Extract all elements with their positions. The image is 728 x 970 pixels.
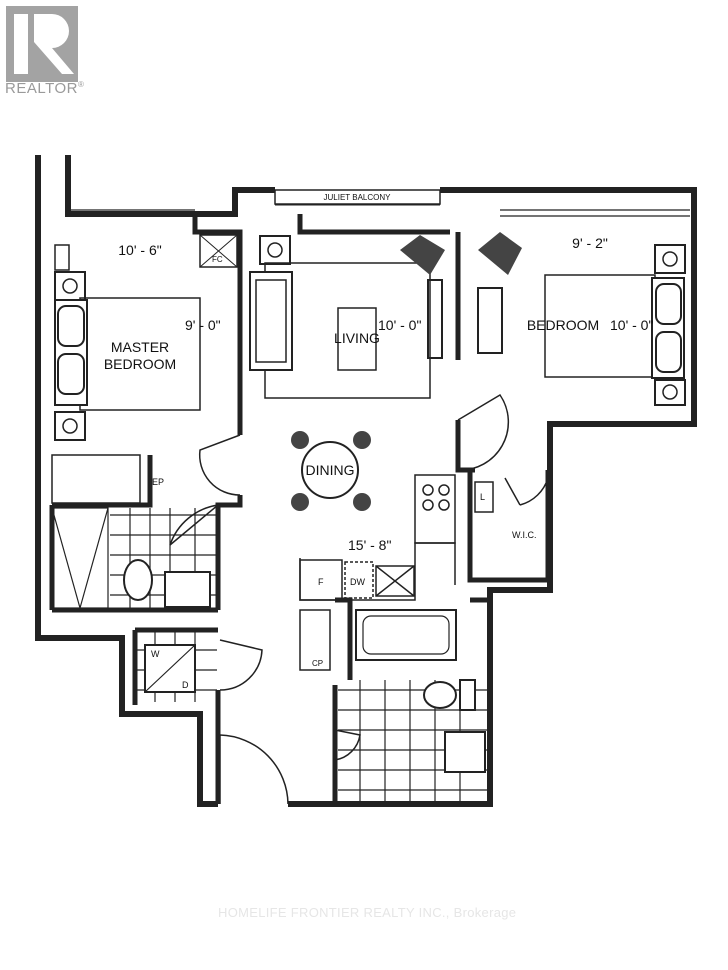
svg-text:MASTER: MASTER: [111, 339, 169, 355]
svg-text:BEDROOM: BEDROOM: [527, 317, 599, 333]
juliet-balcony: JULIET BALCONY: [274, 189, 441, 206]
bedroom: 9' - 2" BEDROOM 10' - 0": [477, 232, 686, 406]
svg-text:DINING: DINING: [306, 462, 355, 478]
svg-text:15' - 8": 15' - 8": [348, 537, 391, 553]
realtor-logo-text: REALTOR®: [5, 80, 85, 97]
svg-text:EP: EP: [152, 477, 164, 487]
dining: DINING: [291, 431, 371, 511]
svg-text:10' - 0": 10' - 0": [610, 317, 653, 333]
kitchen: [299, 474, 456, 671]
svg-text:W.I.C.: W.I.C.: [512, 530, 537, 540]
fan-coil: FC: [199, 234, 238, 268]
svg-text:L: L: [480, 492, 485, 502]
laundry: [137, 632, 217, 702]
svg-text:W: W: [151, 649, 160, 659]
svg-text:LIVING: LIVING: [334, 330, 380, 346]
svg-text:9' - 0": 9' - 0": [185, 317, 221, 333]
brokerage-watermark: HOMELIFE FRONTIER REALTY INC., Brokerage: [218, 905, 517, 920]
realtor-logo-icon: [6, 6, 78, 82]
living-room: LIVING 10' - 0": [249, 235, 445, 399]
svg-text:9' - 2": 9' - 2": [572, 235, 608, 251]
svg-text:BEDROOM: BEDROOM: [104, 356, 176, 372]
svg-text:DW: DW: [350, 577, 365, 587]
door-swings: [169, 393, 549, 805]
svg-text:FC: FC: [212, 255, 223, 264]
svg-text:10' - 0": 10' - 0": [378, 317, 421, 333]
master-bedroom: 10' - 6" MASTER BEDROOM 9' - 0" EP: [51, 242, 221, 504]
ensuite: [51, 507, 216, 609]
svg-text:F: F: [318, 577, 324, 587]
main-bath: [338, 609, 488, 802]
svg-text:CP: CP: [312, 659, 323, 668]
svg-text:10' - 6": 10' - 6": [118, 242, 161, 258]
svg-text:JULIET BALCONY: JULIET BALCONY: [324, 193, 392, 202]
svg-text:D: D: [182, 680, 189, 690]
